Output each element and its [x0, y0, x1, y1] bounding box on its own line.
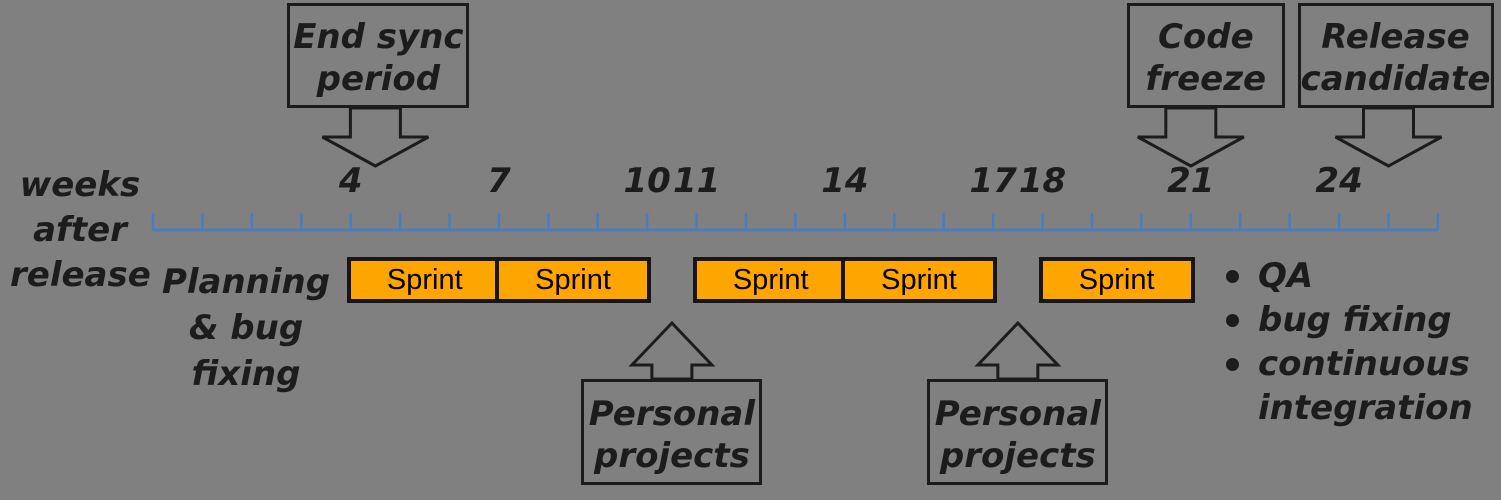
personal-projects-box-1: Personal projects [581, 379, 763, 485]
week-label-24: 24 [1315, 161, 1363, 201]
callout-release-candidate: Release candidate [1297, 3, 1494, 108]
week-label-14: 14 [821, 161, 869, 201]
callout-code-freeze: Code freeze [1126, 3, 1285, 108]
axis-label: weeks after release [10, 165, 151, 295]
sprint-box-5: Sprint [1038, 257, 1195, 303]
qa-list-item: continuous integration [1214, 342, 1501, 430]
end-sync-down-arrow-icon [321, 106, 430, 168]
phase-planning-label: Planning & bug fixing [161, 262, 331, 394]
qa-list-item: bug fixing [1214, 298, 1501, 342]
code-freeze-down-arrow-icon [1137, 106, 1245, 168]
week-label-21: 21 [1167, 161, 1215, 201]
week-label-17: 17 [969, 161, 1017, 201]
personal-projects-up-arrow-icon [974, 320, 1062, 381]
week-label-7: 7 [487, 161, 511, 201]
sprint-box-4: Sprint [840, 257, 998, 303]
personal-projects-up-arrow-icon [628, 320, 716, 381]
week-label-4: 4 [338, 161, 363, 201]
personal-projects-box-2: Personal projects [927, 379, 1109, 485]
week-label-18: 18 [1018, 161, 1067, 201]
release-candidate-down-arrow-icon [1334, 106, 1443, 168]
callout-end-sync: End sync period [287, 3, 470, 108]
sprint-box-3: Sprint [692, 257, 849, 303]
week-label-11: 11 [672, 161, 721, 201]
sprint-box-1: Sprint [346, 257, 503, 303]
bottom-edge-line [0, 500, 1501, 502]
qa-list-item: QA [1214, 254, 1501, 298]
week-label-10: 10 [623, 161, 671, 201]
sprint-box-2: Sprint [494, 257, 652, 303]
